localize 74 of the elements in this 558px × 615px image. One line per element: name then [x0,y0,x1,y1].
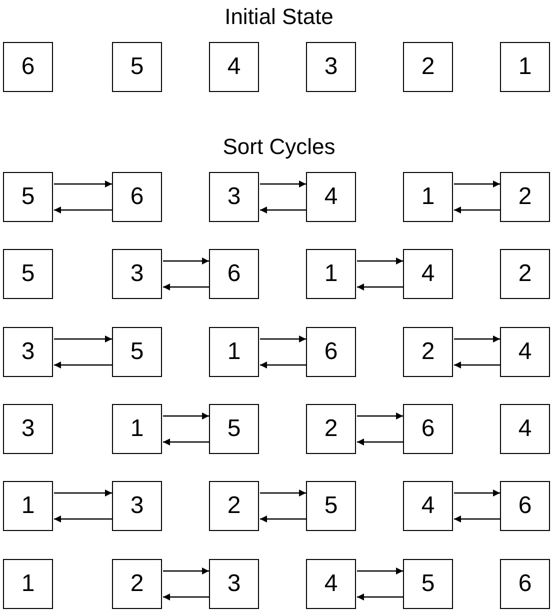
arrow [454,516,500,522]
number-box: 6 [112,172,162,222]
arrow [357,438,403,446]
arrow [260,516,306,522]
arrow [54,206,112,214]
arrow [260,180,306,188]
number-box: 6 [500,559,550,609]
arrow [163,258,209,264]
arrow [454,362,500,368]
arrow [163,594,209,600]
arrow [54,180,112,188]
number-box: 1 [306,249,356,299]
arrow [260,490,306,496]
number-box: 6 [3,42,53,92]
arrow [357,284,403,290]
arrow [260,206,306,214]
number-box: 6 [500,481,550,531]
number-box: 4 [306,172,356,222]
number-box: 2 [112,559,162,609]
arrow [357,412,403,420]
number-box: 2 [403,42,453,92]
arrow [54,516,112,522]
section-heading: Sort Cycles [222,134,336,160]
number-box: 3 [306,42,356,92]
number-box: 2 [500,249,550,299]
arrow [163,438,209,446]
arrow [260,336,306,342]
arrow [357,594,403,600]
arrow [357,258,403,264]
number-box: 4 [500,404,550,454]
number-box: 5 [112,327,162,377]
arrow [54,336,112,342]
arrow [260,362,306,368]
number-box: 3 [112,249,162,299]
number-box: 4 [403,481,453,531]
number-box: 5 [306,481,356,531]
number-box: 2 [500,172,550,222]
number-box: 6 [306,327,356,377]
number-box: 2 [306,404,356,454]
number-box: 4 [403,249,453,299]
number-box: 3 [3,404,53,454]
number-box: 3 [209,559,259,609]
number-box: 5 [112,42,162,92]
section-heading: Initial State [224,4,334,30]
number-box: 6 [403,404,453,454]
arrow [454,336,500,342]
arrow [163,412,209,420]
number-box: 5 [403,559,453,609]
number-box: 1 [209,327,259,377]
arrow [54,490,112,496]
number-box: 3 [112,481,162,531]
arrow [357,568,403,574]
number-box: 1 [3,559,53,609]
number-box: 5 [3,249,53,299]
number-box: 5 [3,172,53,222]
number-box: 1 [500,42,550,92]
number-box: 3 [3,327,53,377]
number-box: 1 [403,172,453,222]
arrow [454,206,500,214]
number-box: 2 [403,327,453,377]
number-box: 4 [209,42,259,92]
arrow [54,362,112,368]
number-box: 1 [3,481,53,531]
arrow [454,180,500,188]
number-box: 4 [306,559,356,609]
number-box: 4 [500,327,550,377]
number-box: 1 [112,404,162,454]
arrow [454,490,500,496]
number-box: 3 [209,172,259,222]
arrow [163,284,209,290]
arrow [163,568,209,574]
number-box: 2 [209,481,259,531]
number-box: 6 [209,249,259,299]
number-box: 5 [209,404,259,454]
